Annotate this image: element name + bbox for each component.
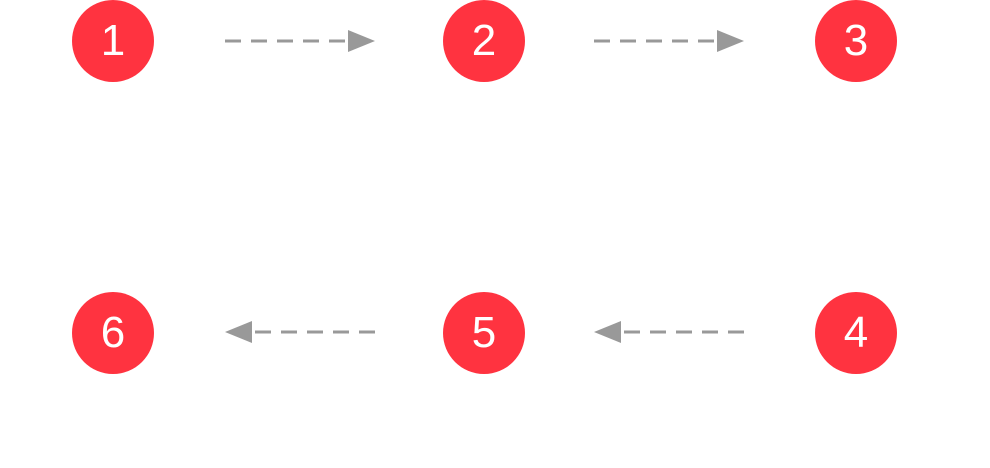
- step-1-label: 1: [100, 16, 126, 65]
- step-2-node: 2: [443, 0, 525, 82]
- step-6-label: 6: [100, 308, 126, 357]
- arrow-5-to-6-icon: [225, 321, 375, 343]
- step-5-node: 5: [443, 292, 525, 374]
- arrow-4-to-5-icon: [594, 321, 744, 343]
- step-6-node: 6: [72, 292, 154, 374]
- arrow-2-to-3-icon: [594, 30, 744, 52]
- step-4-label: 4: [843, 308, 869, 357]
- step-2-label: 2: [471, 16, 497, 65]
- step-4-node: 4: [815, 292, 897, 374]
- step-3-node: 3: [815, 0, 897, 82]
- step-3-label: 3: [843, 16, 869, 65]
- step-1-node: 1: [72, 0, 154, 82]
- step-5-label: 5: [471, 308, 497, 357]
- arrow-1-to-2-icon: [225, 30, 375, 52]
